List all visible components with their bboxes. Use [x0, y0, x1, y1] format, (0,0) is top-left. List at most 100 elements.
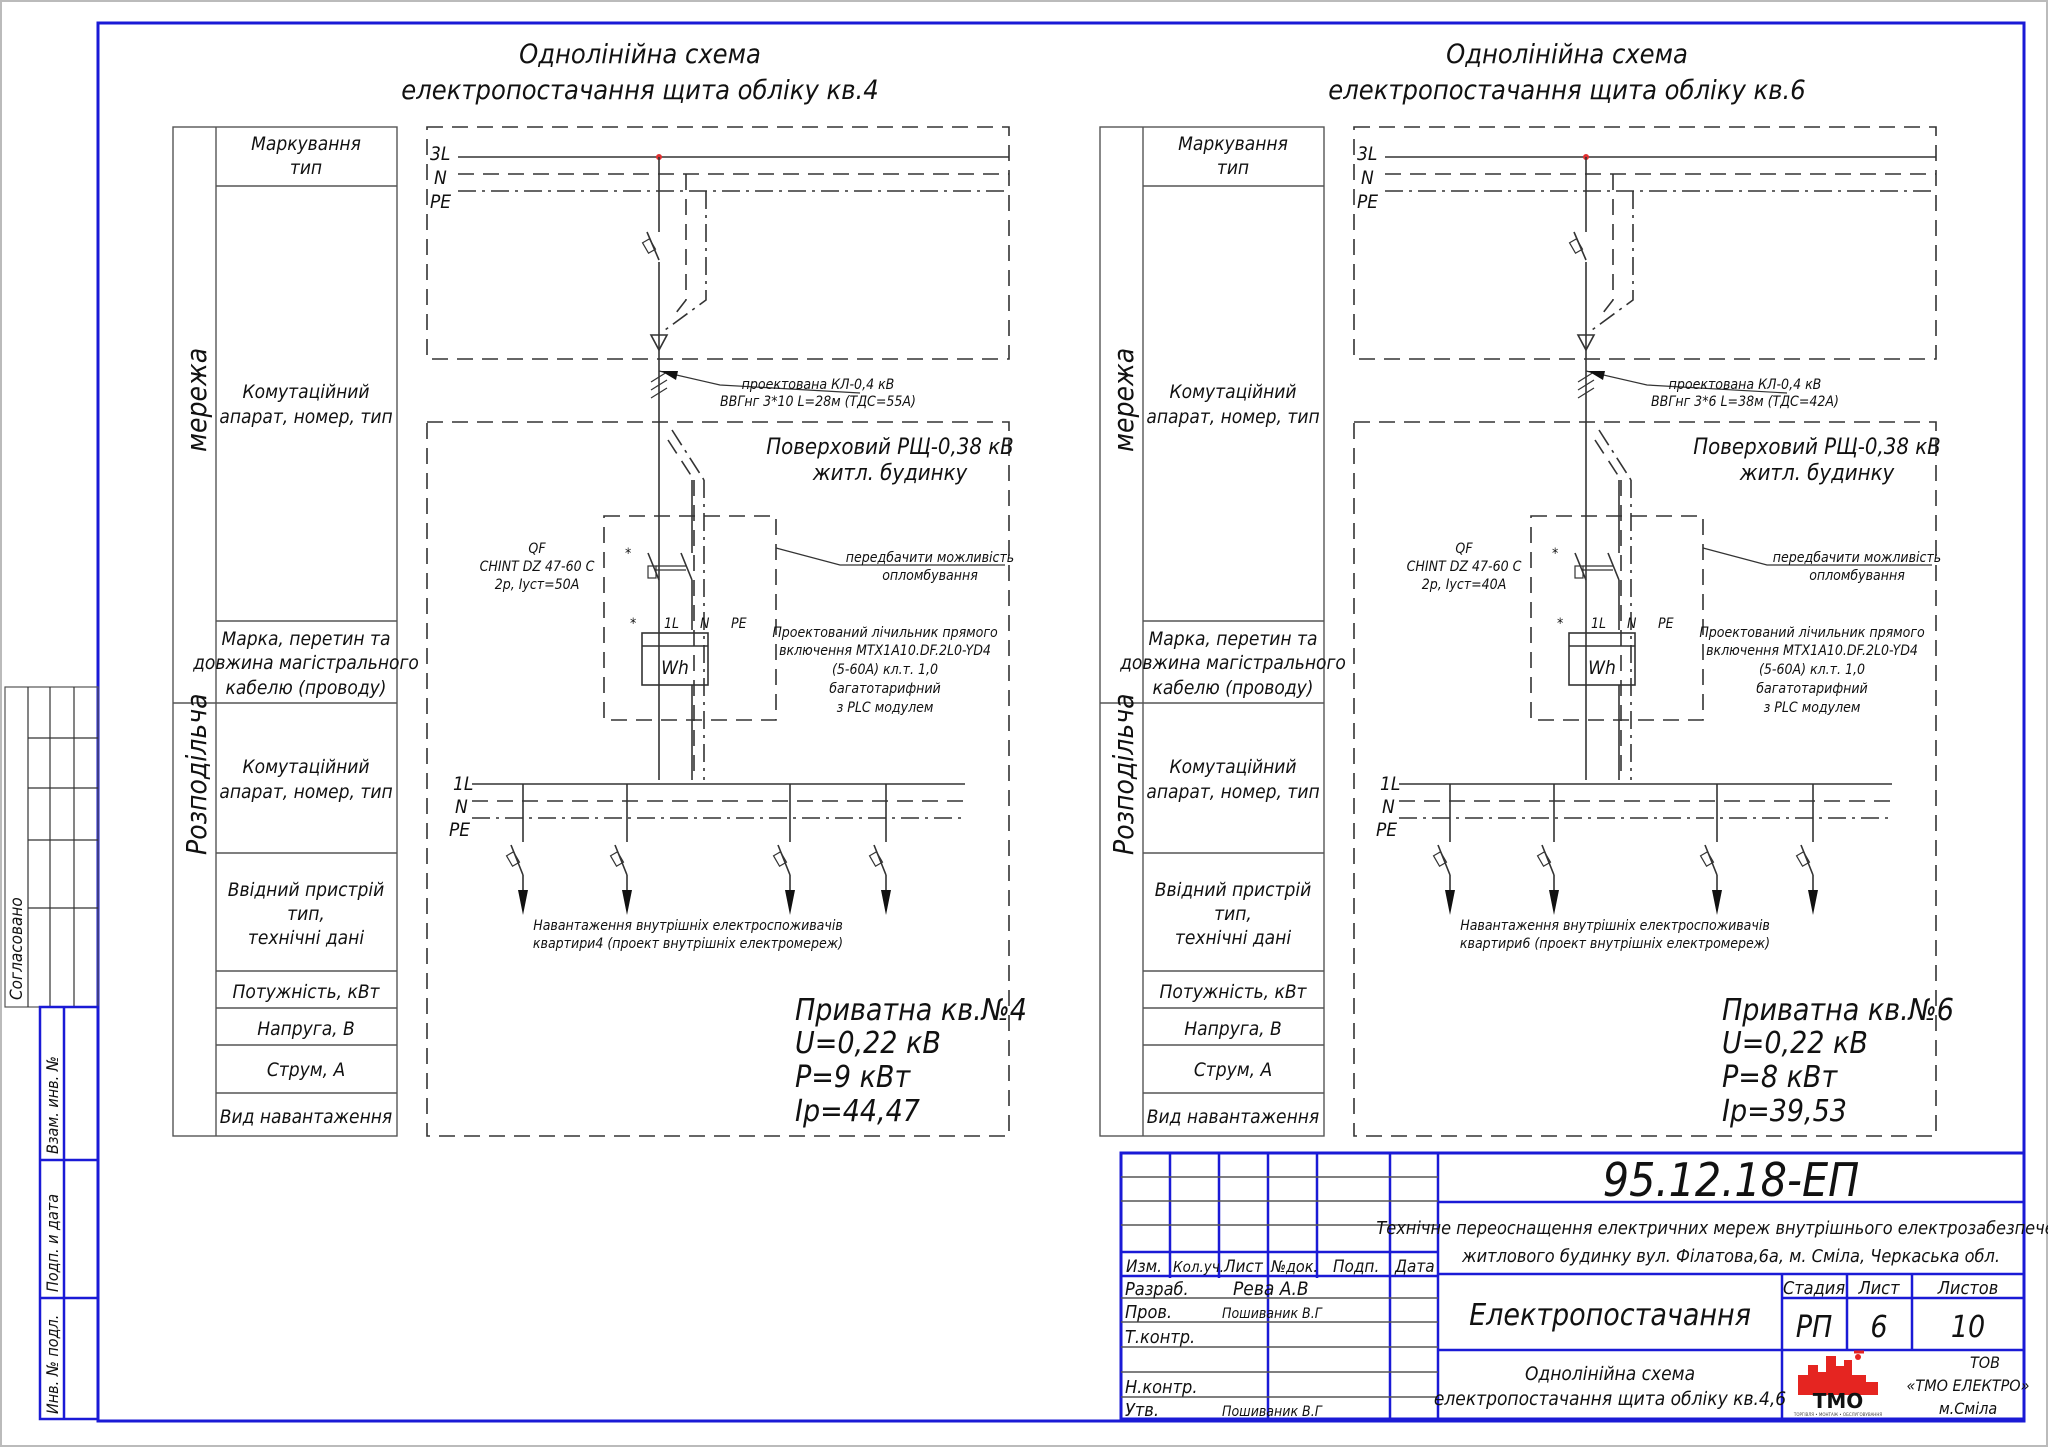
seal-text-line1: передбачити можливість [846, 550, 1014, 566]
meter-desc-line5: з PLC модулем [1764, 700, 1861, 716]
meter-box [1530, 515, 1704, 721]
meter-term-pe: PE [1658, 616, 1674, 632]
row-label-r3a: Комутаційний [1170, 756, 1297, 778]
bus-label-pe: PE [430, 191, 451, 213]
summary-power: P=8 кВт [1722, 1060, 1838, 1095]
seal-text-line1: передбачити можливість [1773, 550, 1941, 566]
row-label-r0b: тип [1217, 157, 1249, 179]
row-label-r4a: Ввідний пристрій [1155, 879, 1311, 901]
stage-label: Стадия [1783, 1278, 1845, 1299]
sheet-title-line1: Однолінійна схема [1525, 1363, 1695, 1385]
col-header-sheet: Лист [1223, 1257, 1264, 1277]
load-arrow-icon [1549, 890, 1559, 915]
load-branch-3 [772, 784, 795, 915]
col-header-count: Кол.уч. [1173, 1258, 1224, 1276]
bus-label-3l: 3L [430, 143, 450, 165]
row-label-r1a: Комутаційний [243, 381, 370, 403]
row-label-r8: Вид навантаження [1147, 1106, 1319, 1128]
qf-text-line1: QF [528, 541, 546, 557]
sheet-value: 6 [1870, 1310, 1887, 1345]
row-label-r2a: Марка, перетин та [222, 628, 391, 650]
sheet-title-line2: електропостачання щита обліку кв.4,6 [1434, 1388, 1786, 1410]
load-branch-1 [505, 784, 528, 915]
row-label-r4a: Ввідний пристрій [228, 879, 384, 901]
document-code: 95.12.18-ЕП [1603, 1153, 1859, 1207]
logo-text: ТМО [1813, 1389, 1864, 1413]
row-label-table: мережаРозподільчаМаркуваннятипКомутаційн… [1099, 126, 1346, 1137]
group-label-network: мережа [180, 348, 213, 452]
breaker-qf-2p-icon [1574, 552, 1620, 581]
row-label-r4b: тип, [1214, 903, 1252, 925]
bus-label-n: N [1361, 167, 1374, 189]
meter-desc-line2: включення MTX1A10.DF.2L0-YD4 [779, 643, 991, 659]
row-label-r4b: тип, [287, 903, 325, 925]
name-developer: Рева А.В [1233, 1278, 1309, 1300]
meter-desc-line3: (5-60А) кл.т. 1,0 [832, 662, 938, 678]
company-line1: ТОВ [1970, 1353, 2000, 1372]
role-norm-control: Н.контр. [1125, 1377, 1197, 1398]
left-strip: Согласовано Взам. инв. № Подп. и дата Ин… [4, 686, 100, 1421]
name-checker: Пошиваник В.Г [1222, 1306, 1323, 1322]
load-branch-3 [1699, 784, 1722, 915]
project-title-line2: житлового будинку вул. Філатова,6а, м. С… [1461, 1246, 2000, 1267]
scheme-title-line1: Однолінійна схема [1446, 39, 1688, 70]
meter-desc-line2: включення MTX1A10.DF.2L0-YD4 [1706, 643, 1918, 659]
role-developer: Разраб. [1125, 1279, 1189, 1300]
breaker-qf1-icon [1568, 231, 1587, 261]
pe-drop [664, 191, 707, 331]
load-arrow-icon [1445, 890, 1455, 915]
load-arrow-icon [881, 890, 891, 915]
sheets-label: Листов [1937, 1278, 1999, 1299]
row-label-r7: Струм, А [267, 1059, 345, 1081]
panel-text-line1: Поверховий РЩ-0,38 кВ [766, 435, 1014, 460]
meter-term-n: N [1627, 616, 1637, 632]
load-arrow-icon [1712, 890, 1722, 915]
summary-current: Ір=44,47 [795, 1094, 920, 1129]
summary-voltage: U=0,22 кВ [795, 1026, 941, 1061]
meter-wh-label: Wh [661, 657, 689, 679]
out-bus-label-pe: PE [1376, 819, 1397, 841]
load-branch-2 [1536, 784, 1559, 915]
out-bus-label-n: N [1382, 796, 1395, 818]
original-inv-label: Инв. № подл. [43, 1315, 62, 1414]
seal-leader [1702, 547, 1932, 566]
row-label-r2c: кабелю (проводу) [226, 677, 387, 699]
row-label-r4c: технічні дані [1175, 927, 1291, 949]
sign-date-label: Подп. и дата [43, 1194, 62, 1292]
load-note-line1: Навантаження внутрішніх електроспоживачі… [533, 918, 843, 934]
row-label-r6: Напруга, В [257, 1018, 355, 1040]
qf-text-line3: 2р, Іуст=40А [1422, 577, 1507, 593]
name-approver: Пошиваник В.Г [1222, 1404, 1323, 1420]
group-label-distribution: Розподільча [1107, 693, 1140, 855]
cable-text-line2: ВВГнг 3*10 L=28м (ТДС=55А) [720, 394, 916, 410]
group-label-distribution: Розподільча [180, 693, 213, 855]
load-branch-1 [1432, 784, 1455, 915]
cable-text-line2: ВВГнг 3*6 L=38м (ТДС=42А) [1651, 394, 1839, 410]
input-section-box [1353, 126, 1937, 360]
panel-box [426, 421, 1010, 1137]
out-bus-label-1l: 1L [453, 773, 473, 795]
company-line3: м.Сміла [1939, 1399, 1997, 1418]
scheme-title-line2: електропостачання щита обліку кв.4 [401, 75, 878, 106]
col-header-docno: №док. [1270, 1257, 1318, 1276]
load-note-line2: квартири6 (проект внутрішніх електромере… [1460, 936, 1770, 952]
star-mark-1: * [1552, 546, 1558, 562]
row-label-r3a: Комутаційний [243, 756, 370, 778]
qf-text-line1: QF [1455, 541, 1473, 557]
scheme-title-line1: Однолінійна схема [519, 39, 761, 70]
row-label-r6: Напруга, В [1184, 1018, 1282, 1040]
agreed-label: Согласовано [7, 897, 27, 1000]
col-header-date: Дата [1394, 1257, 1435, 1277]
arrow-icon [1588, 371, 1605, 380]
cable-leader [658, 370, 861, 394]
row-label-r3b: апарат, номер, тип [1146, 781, 1319, 803]
out-bus-label-pe: PE [449, 819, 470, 841]
load-branch-2 [609, 784, 632, 915]
scheme-title-line2: електропостачання щита обліку кв.6 [1328, 75, 1805, 106]
meter-desc-line1: Проектований лічильник прямого [772, 625, 998, 641]
qf-text-line2: CHINT DZ 47-60 C [1407, 559, 1522, 575]
group-label-network: мережа [1107, 348, 1140, 452]
meter-desc-line5: з PLC модулем [837, 700, 934, 716]
